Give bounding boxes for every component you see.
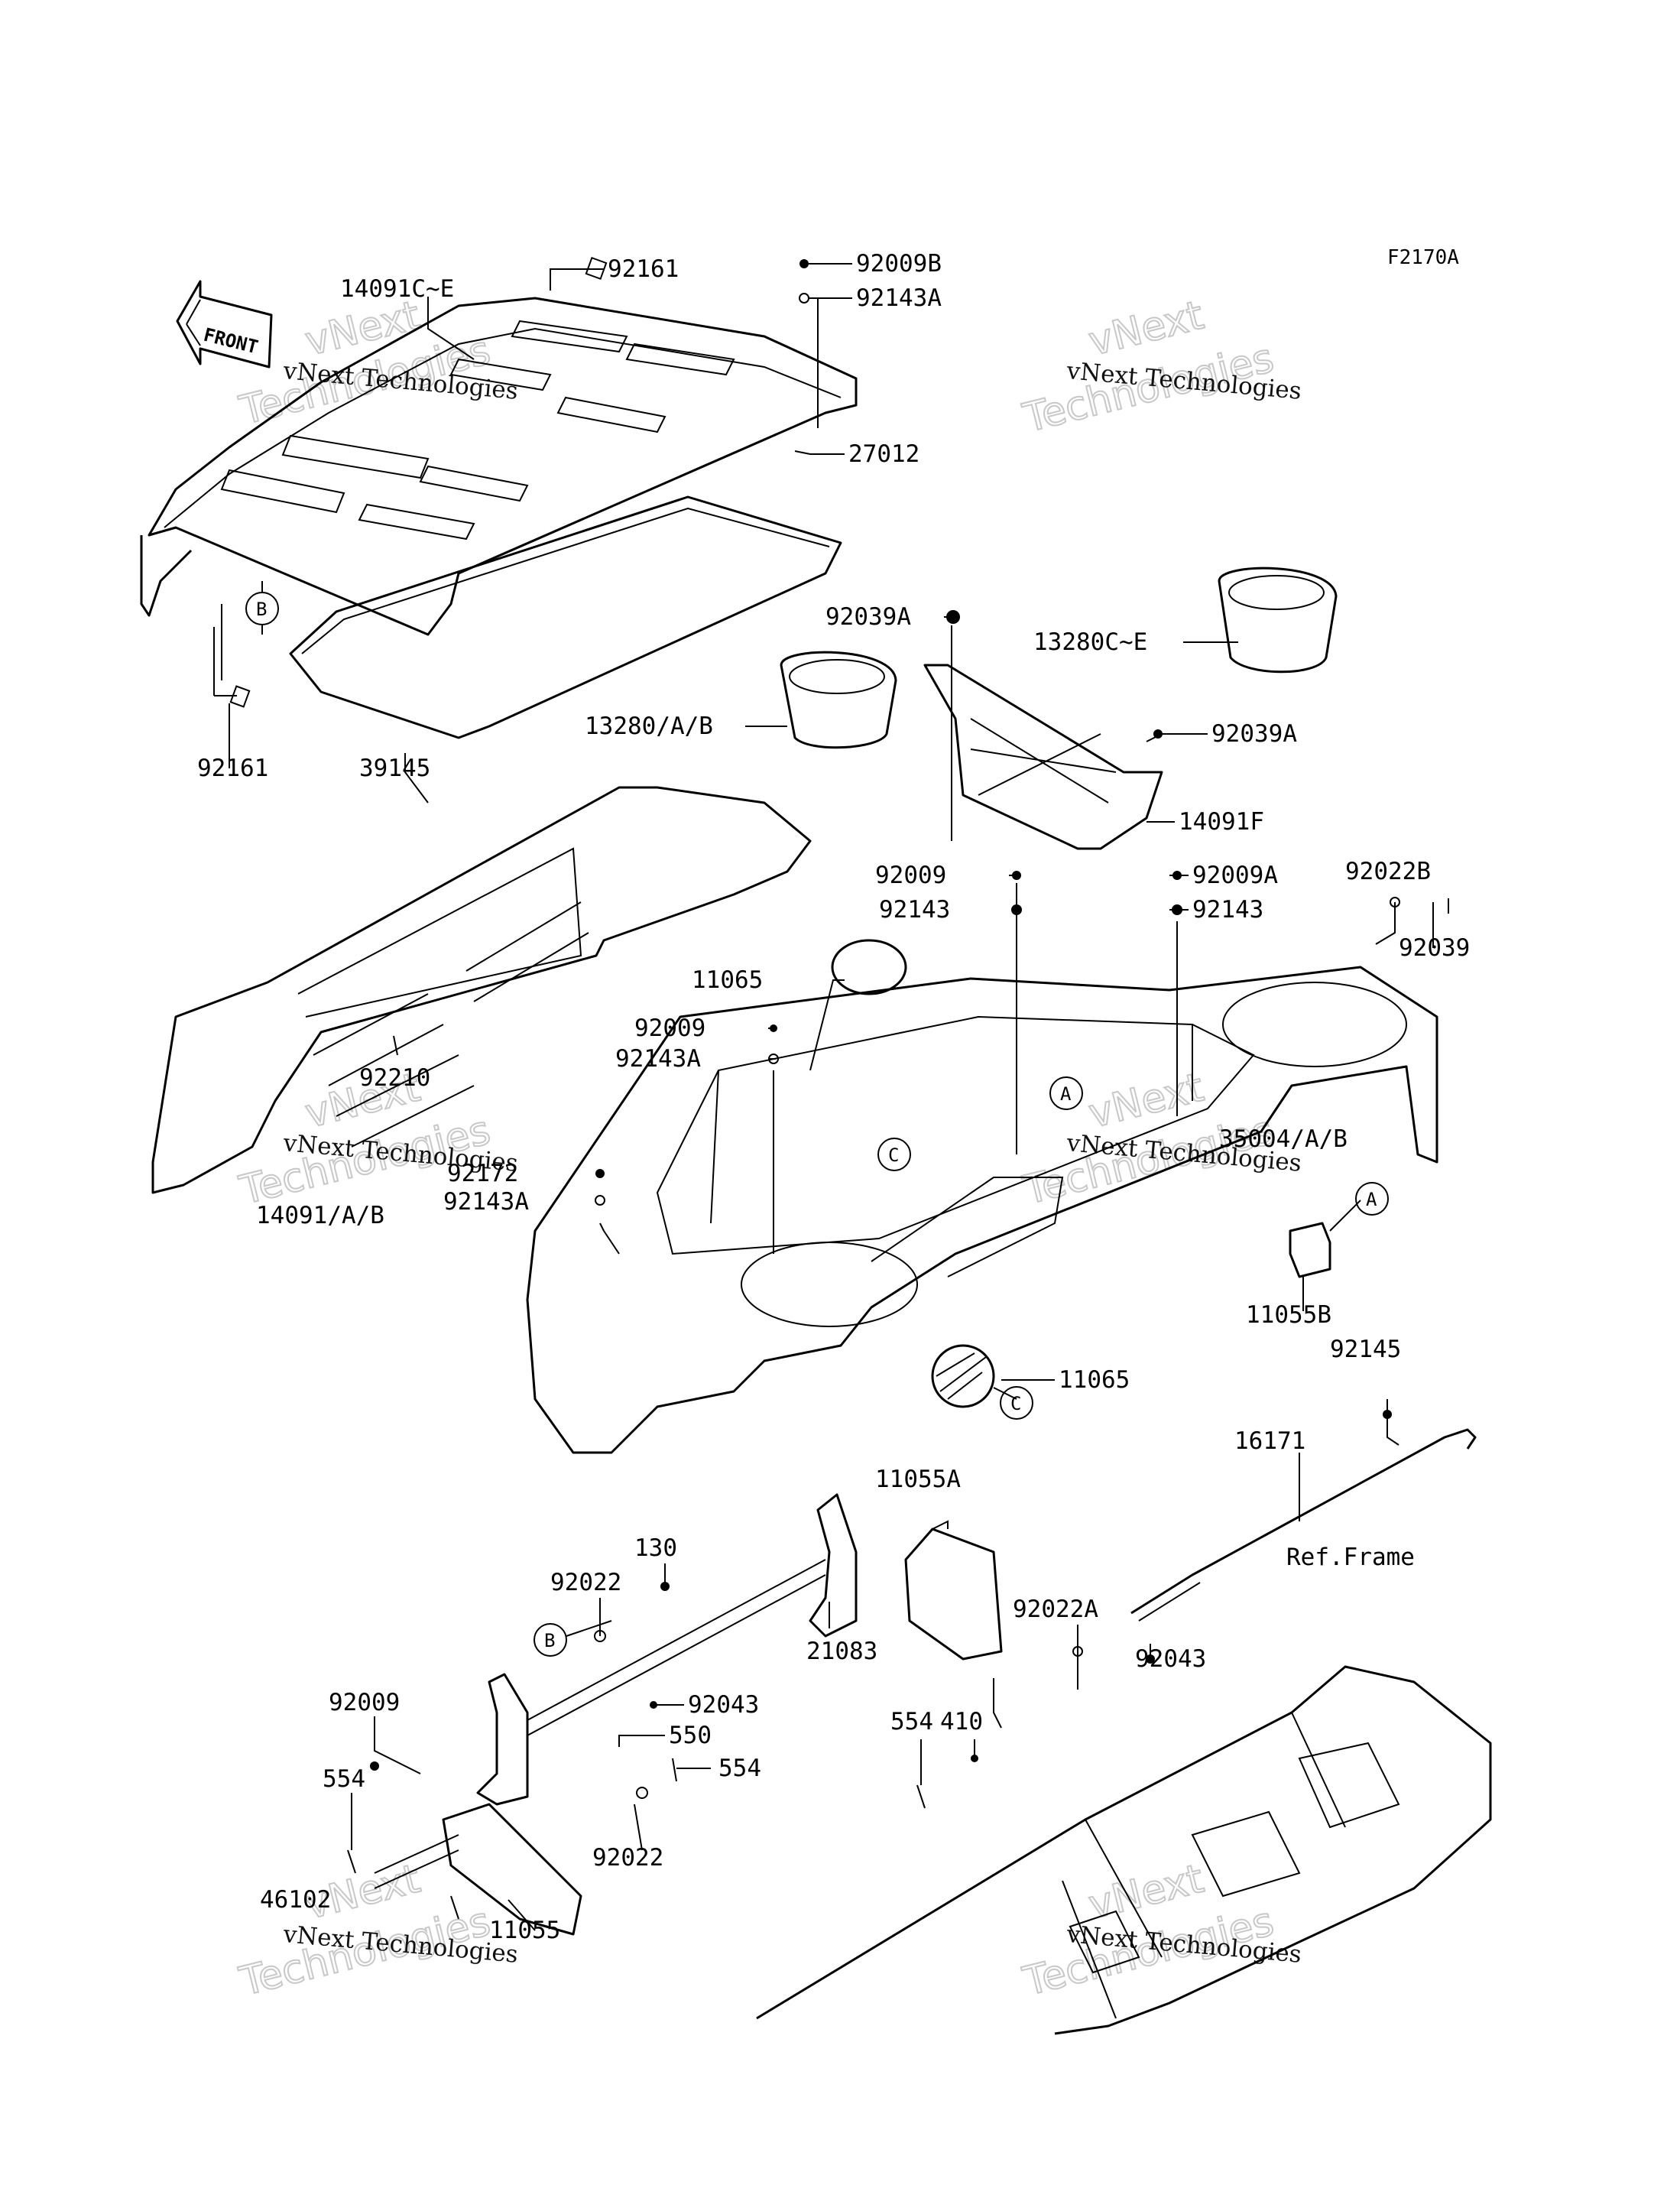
roof-panel: [140, 297, 858, 636]
front-arrow-label: FRONT: [202, 324, 261, 359]
part-label-11055: 11055: [489, 1917, 560, 1944]
part-label-92161-left: 92161: [197, 755, 268, 782]
part-label-92143a-mid: 92143A: [615, 1045, 701, 1073]
callout-c-upper: C: [877, 1138, 911, 1171]
rear-fender-body: [526, 966, 1438, 1454]
part-label-92143-right: 92143: [1192, 896, 1263, 924]
part-label-21083: 21083: [806, 1638, 877, 1665]
callout-a-lower-letter: A: [1366, 1189, 1377, 1210]
part-label-130: 130: [634, 1534, 677, 1562]
cup-holder-rear: [780, 651, 897, 749]
part-label-554-left: 554: [323, 1765, 365, 1793]
bracket-11055b: [1289, 1222, 1331, 1278]
roof-vents: [220, 320, 735, 541]
rear-bar: [374, 1559, 826, 1936]
part-label-35004-a-b: 35004/A/B: [1219, 1125, 1348, 1153]
cup-holder-front: [1218, 567, 1338, 674]
part-label-92210: 92210: [359, 1064, 430, 1092]
callout-c-lower-letter: C: [1010, 1393, 1021, 1414]
part-label-92043-right: 92043: [1135, 1645, 1206, 1673]
part-label-11055a: 11055A: [875, 1466, 961, 1493]
part-label-92039a-right: 92039A: [1211, 720, 1297, 748]
callout-c-lower: C: [1000, 1386, 1033, 1420]
part-label-92009-lower: 92009: [634, 1015, 705, 1042]
part-label-92143a-top: 92143A: [856, 284, 942, 312]
callouts: B A C A C B: [245, 581, 1389, 1657]
part-label-16171: 16171: [1234, 1427, 1305, 1455]
callout-b-upper: B: [245, 592, 279, 625]
watermark-top-right: vNext Technologies vNext Technologies: [1018, 292, 1303, 443]
bracket-21083: [809, 1493, 858, 1638]
reference-frame: [756, 1665, 1492, 2035]
part-label-13280-a-b: 13280/A/B: [585, 713, 713, 740]
callout-b-lower: B: [534, 1623, 567, 1657]
roof-gasket: [289, 495, 842, 739]
callout-a-upper-letter: A: [1060, 1083, 1072, 1105]
part-labels: 92161 14091C~E 92009B 92143A 27012 92039…: [197, 250, 1470, 1944]
part-label-92022b: 92022B: [1345, 858, 1431, 885]
part-label-410: 410: [940, 1708, 983, 1735]
watermark-bottom-right: vNext Technologies vNext Technologies: [1018, 1855, 1303, 2006]
callout-c-upper-letter: C: [888, 1144, 899, 1166]
part-label-92039: 92039: [1399, 934, 1470, 962]
part-label-92039a-left: 92039A: [825, 603, 911, 631]
watermark-bottom-left: vNext Technologies vNext Technologies: [235, 1855, 520, 2006]
part-label-11065-lower: 11065: [1059, 1366, 1130, 1394]
part-label-92022-upper: 92022: [550, 1569, 621, 1596]
part-label-92161-top: 92161: [608, 255, 679, 283]
part-label-92022-lower: 92022: [592, 1844, 663, 1872]
part-label-46102: 46102: [260, 1886, 331, 1914]
part-label-92172: 92172: [447, 1160, 518, 1187]
callout-b-upper-letter: B: [256, 599, 267, 620]
part-label-92009a: 92009A: [1192, 862, 1278, 889]
callout-a-lower: A: [1355, 1182, 1389, 1216]
bracket-panel: [923, 664, 1163, 850]
part-label-92009-mid: 92009: [875, 862, 946, 889]
part-label-11055b: 11055B: [1246, 1301, 1331, 1329]
part-label-92043-left: 92043: [688, 1691, 759, 1719]
front-grille: [151, 786, 812, 1194]
rod-16171: [1130, 1428, 1477, 1622]
figure-code: F2170A: [1387, 246, 1459, 269]
part-label-27012: 27012: [848, 440, 919, 468]
callout-b-lower-letter: B: [544, 1630, 555, 1651]
part-label-554-mid: 554: [890, 1708, 933, 1735]
part-label-92143-left: 92143: [879, 896, 950, 924]
part-label-92145: 92145: [1330, 1336, 1401, 1363]
bracket-11055a: [904, 1528, 1003, 1661]
part-label-92143a-low: 92143A: [443, 1188, 529, 1216]
part-label-14091-a-b: 14091/A/B: [256, 1202, 384, 1229]
part-label-ref-frame: Ref.Frame: [1286, 1544, 1415, 1571]
part-label-13280c-e: 13280C~E: [1033, 628, 1147, 656]
reflector-upper: [831, 939, 907, 995]
part-label-14091f: 14091F: [1179, 808, 1264, 836]
part-label-92009b: 92009B: [856, 250, 942, 278]
front-direction-arrow-icon: FRONT: [176, 280, 273, 368]
reflector-lower: [931, 1344, 995, 1408]
callout-a-upper: A: [1049, 1076, 1083, 1110]
part-label-550: 550: [669, 1722, 712, 1749]
part-label-11065-upper: 11065: [692, 966, 763, 994]
part-label-39145: 39145: [359, 755, 430, 782]
part-label-92022a: 92022A: [1013, 1596, 1098, 1623]
part-label-14091c-e: 14091C~E: [340, 275, 454, 303]
hardware-items: [229, 256, 1400, 1874]
part-label-554-right: 554: [718, 1755, 761, 1782]
part-label-92009-bottom: 92009: [329, 1689, 400, 1716]
